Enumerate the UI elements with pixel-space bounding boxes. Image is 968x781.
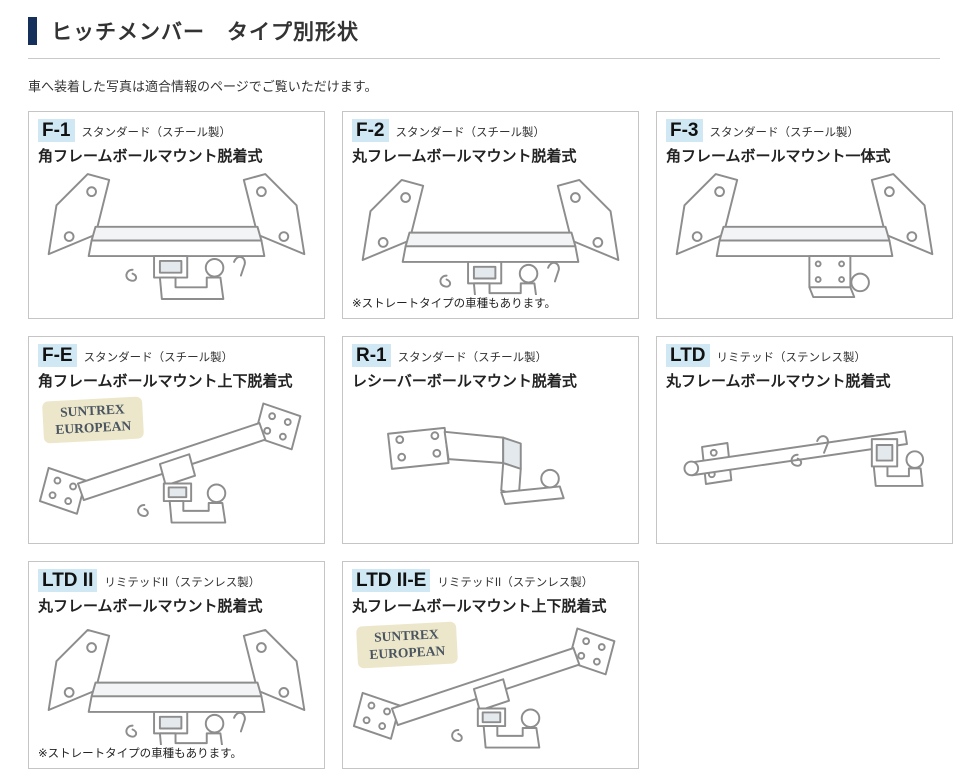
diagram-area (663, 393, 946, 535)
diagram-area (35, 168, 318, 310)
suntrex-european-badge: SUNTREX EUROPEAN (41, 396, 144, 444)
type-card-grid: F-1 スタンダード（スチール製） 角フレームボールマウント脱着式 F-2 スタ… (0, 111, 968, 769)
suntrex-european-badge: SUNTREX EUROPEAN (355, 621, 458, 669)
type-desc: 丸フレームボールマウント脱着式 (38, 598, 263, 615)
card-head: F-3 スタンダード（スチール製） (666, 119, 943, 142)
suntrex-badge-line2: EUROPEAN (55, 417, 132, 437)
page-header-inner: ヒッチメンバー タイプ別形状 (28, 16, 940, 59)
type-card-fe: F-E スタンダード（スチール製） 角フレームボールマウント上下脱着式 SUNT… (28, 336, 325, 544)
type-desc: 丸フレームボールマウント脱着式 (352, 148, 577, 165)
type-desc: 角フレームボールマウント脱着式 (38, 148, 263, 165)
type-grade: スタンダード（スチール製） (81, 126, 232, 139)
type-card-f3: F-3 スタンダード（スチール製） 角フレームボールマウント一体式 (656, 111, 953, 319)
intro-note: 車へ装着した写真は適合情報のページでご覧いただけます。 (28, 79, 378, 94)
type-note: ※ストレートタイプの車種もあります。 (38, 745, 246, 761)
card-head: LTD リミテッド（ステンレス製） (666, 344, 943, 367)
hitch-diagram-f2 (349, 168, 632, 310)
type-note: ※ストレートタイプの車種もあります。 (352, 295, 560, 311)
type-grade: リミテッド（ステンレス製） (716, 351, 867, 364)
type-grade: スタンダード（スチール製） (397, 351, 548, 364)
card-head: R-1 スタンダード（スチール製） (352, 344, 629, 367)
page-header: ヒッチメンバー タイプ別形状 (0, 0, 968, 59)
hitch-diagram-r1 (387, 426, 565, 505)
type-card-ltd2e: LTD II-E リミテッドII（ステンレス製） 丸フレームボールマウント上下脱… (342, 561, 639, 769)
hitch-diagram-f3 (663, 168, 946, 310)
type-desc: 角フレームボールマウント上下脱着式 (38, 373, 293, 390)
type-desc: 角フレームボールマウント一体式 (666, 148, 891, 165)
type-grade: リミテッドII（ステンレス製） (437, 576, 594, 589)
type-card-f1: F-1 スタンダード（スチール製） 角フレームボールマウント脱着式 (28, 111, 325, 319)
type-code: LTD II (38, 569, 98, 592)
type-card-r1: R-1 スタンダード（スチール製） レシーバーボールマウント脱着式 (342, 336, 639, 544)
type-desc: 丸フレームボールマウント脱着式 (666, 373, 891, 390)
type-desc: 丸フレームボールマウント上下脱着式 (352, 598, 607, 615)
type-code: F-E (38, 344, 77, 367)
type-code: LTD II-E (352, 569, 431, 592)
diagram-area (663, 168, 946, 310)
hitch-diagram-ltd (683, 430, 925, 487)
type-grade: リミテッドII（ステンレス製） (104, 576, 261, 589)
diagram-area (349, 168, 632, 310)
diagram-area (35, 618, 318, 760)
card-head: F-E スタンダード（スチール製） (38, 344, 315, 367)
type-code: F-1 (38, 119, 75, 142)
type-card-ltd: LTD リミテッド（ステンレス製） 丸フレームボールマウント脱着式 (656, 336, 953, 544)
type-code: R-1 (352, 344, 391, 367)
title-accent-bar (28, 17, 37, 45)
type-desc: レシーバーボールマウント脱着式 (352, 373, 577, 390)
card-head: F-1 スタンダード（スチール製） (38, 119, 315, 142)
card-head: F-2 スタンダード（スチール製） (352, 119, 629, 142)
card-head: LTD II リミテッドII（ステンレス製） (38, 569, 315, 592)
type-grade: スタンダード（スチール製） (709, 126, 860, 139)
type-grade: スタンダード（スチール製） (395, 126, 546, 139)
type-code: F-3 (666, 119, 703, 142)
type-code: LTD (666, 344, 710, 367)
hitch-diagram-ltd2 (35, 618, 318, 760)
suntrex-badge-line2: EUROPEAN (369, 642, 446, 662)
page-title: ヒッチメンバー タイプ別形状 (51, 21, 359, 44)
type-code: F-2 (352, 119, 389, 142)
type-grade: スタンダード（スチール製） (83, 351, 234, 364)
type-card-f2: F-2 スタンダード（スチール製） 丸フレームボールマウント脱着式 ※ストレート… (342, 111, 639, 319)
hitch-diagram-f1 (35, 168, 318, 310)
diagram-area (349, 393, 632, 535)
type-card-ltd2: LTD II リミテッドII（ステンレス製） 丸フレームボールマウント脱着式 ※… (28, 561, 325, 769)
card-head: LTD II-E リミテッドII（ステンレス製） (352, 569, 629, 592)
